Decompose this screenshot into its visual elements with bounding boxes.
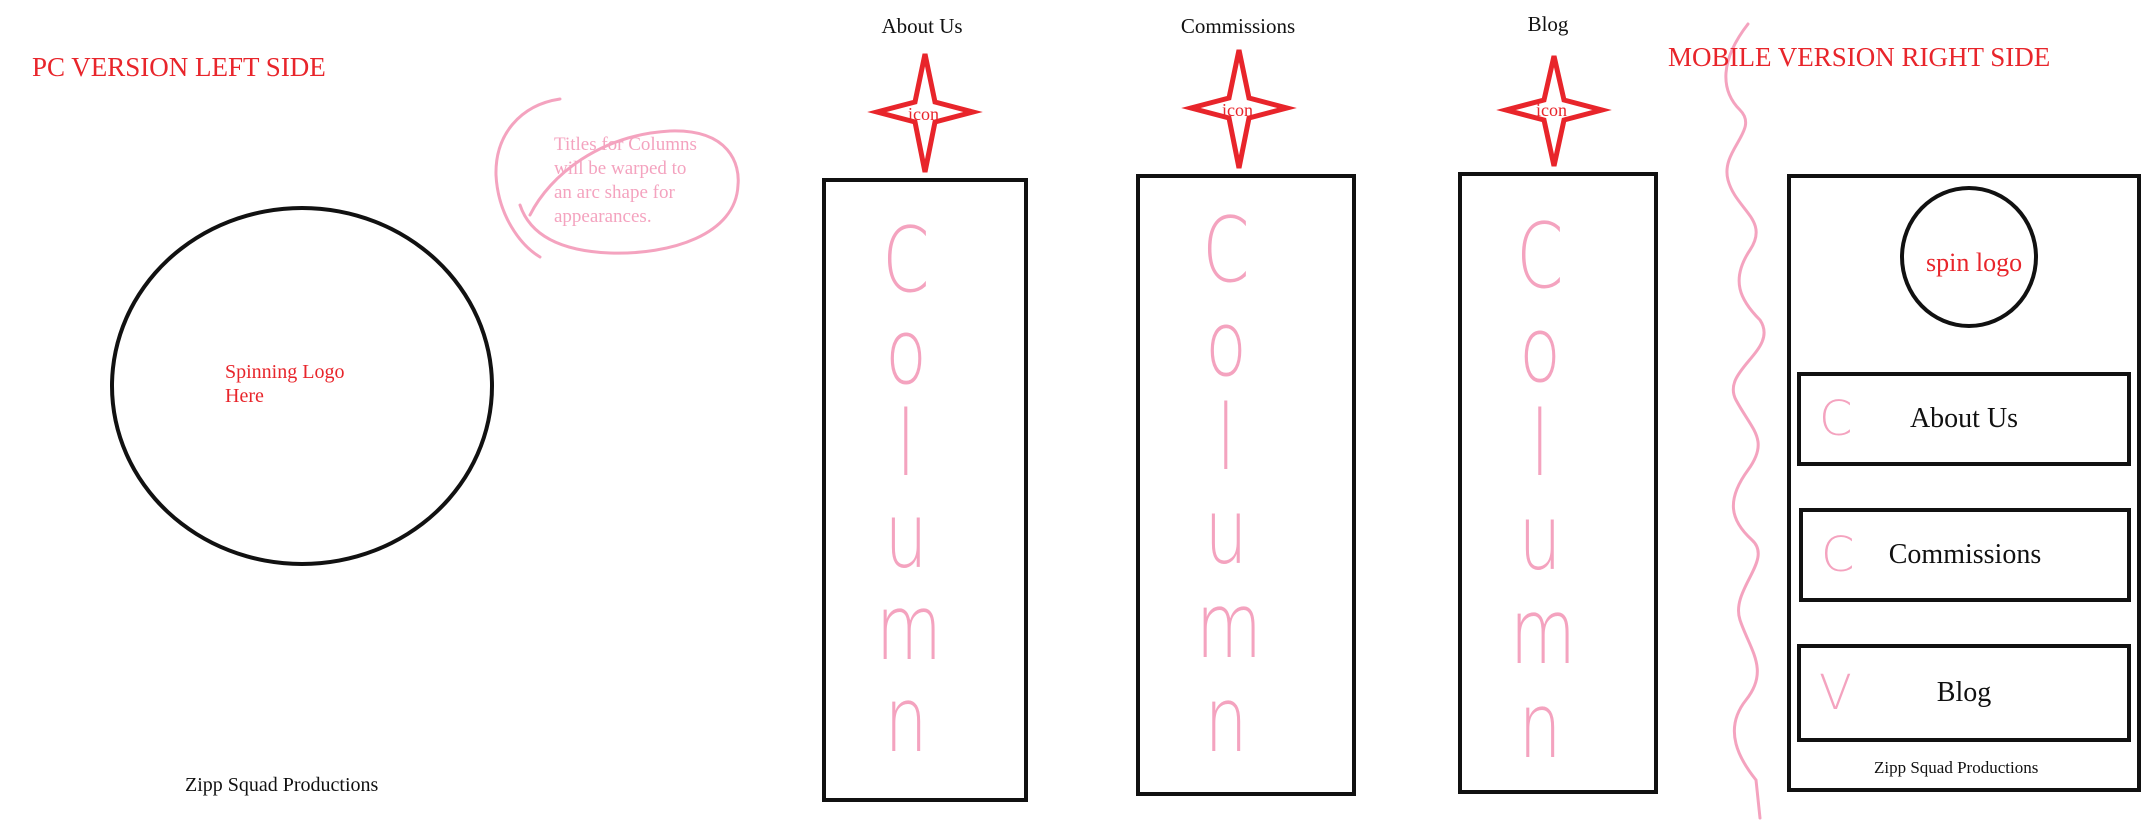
mobile-nav-blog[interactable]: V Blog bbox=[1797, 644, 2131, 742]
mobile-spin-logo bbox=[1900, 186, 2038, 328]
column-handwritten-letter: C bbox=[1516, 204, 1564, 309]
note-line-3: an arc shape for bbox=[554, 182, 675, 203]
divider-squiggle bbox=[1724, 22, 1766, 820]
column-handwritten-letter: m bbox=[1196, 574, 1262, 679]
pc-logo-label: Spinning Logo Here bbox=[225, 360, 344, 408]
mobile-heading: MOBILE VERSION RIGHT SIDE bbox=[1668, 42, 2051, 72]
note-line-1: Titles for Columns bbox=[554, 134, 697, 155]
column-handwritten-letter: n bbox=[1204, 668, 1248, 773]
mobile-footer: Zipp Squad Productions bbox=[1874, 758, 2039, 777]
column-icon-label: icon bbox=[908, 104, 939, 124]
mobile-nav-label: Blog bbox=[1936, 677, 1992, 708]
mobile-frame bbox=[1787, 174, 2141, 792]
mobile-nav-commissions[interactable]: C Commissions bbox=[1799, 508, 2131, 602]
pc-footer: Zipp Squad Productions bbox=[185, 774, 379, 796]
column-handwritten-letter: n bbox=[884, 668, 928, 773]
column-handwritten-letter: m bbox=[876, 576, 942, 681]
column-handwritten-letter: u bbox=[884, 484, 928, 589]
column-handwritten-letter: m bbox=[1510, 580, 1576, 685]
column-handwritten-letter: C bbox=[1202, 198, 1250, 303]
note-text: Titles for Columns will be warped to an … bbox=[554, 133, 697, 229]
mobile-logo-label: spin logo bbox=[1926, 248, 2023, 277]
mobile-nav-mark: C bbox=[1821, 527, 1855, 583]
column-handwritten-letter: u bbox=[1204, 480, 1248, 585]
note-line-2: will be warped to bbox=[554, 158, 687, 179]
column-title-about-us: About Us bbox=[881, 14, 963, 38]
pc-spinning-logo bbox=[110, 206, 494, 566]
column-handwritten-letter: l bbox=[896, 392, 916, 497]
mobile-nav-label: Commissions bbox=[1888, 539, 2042, 570]
column-handwritten-letter: n bbox=[1518, 674, 1562, 779]
column-handwritten-letter: o bbox=[1519, 298, 1561, 403]
column-commissions[interactable] bbox=[1136, 174, 1356, 796]
column-title-commissions: Commissions bbox=[1180, 14, 1296, 38]
pc-logo-label-line2: Here bbox=[225, 385, 264, 407]
column-icon-label: icon bbox=[1536, 100, 1567, 120]
column-handwritten-letter: C bbox=[882, 208, 930, 313]
note-bubble-outline bbox=[494, 97, 740, 259]
column-icon-label: icon bbox=[1222, 100, 1253, 120]
note-line-4: appearances. bbox=[554, 206, 652, 227]
mobile-nav-about-us[interactable]: C About Us bbox=[1797, 372, 2131, 466]
column-about-us[interactable] bbox=[822, 178, 1028, 802]
column-handwritten-letter: l bbox=[1530, 392, 1550, 497]
mobile-nav-mark: C bbox=[1819, 391, 1853, 447]
pc-heading: PC VERSION LEFT SIDE bbox=[32, 52, 326, 82]
star-icon bbox=[1496, 55, 1612, 167]
mobile-nav-label: About Us bbox=[1909, 403, 2019, 434]
column-blog[interactable] bbox=[1458, 172, 1658, 794]
mobile-nav-mark: V bbox=[1819, 665, 1852, 721]
column-title-blog: Blog bbox=[1527, 12, 1569, 36]
column-handwritten-letter: o bbox=[1205, 292, 1247, 397]
pc-logo-label-line1: Spinning Logo bbox=[225, 361, 345, 383]
star-icon bbox=[1181, 49, 1297, 169]
column-handwritten-letter: u bbox=[1518, 486, 1562, 591]
column-handwritten-letter: o bbox=[885, 300, 927, 405]
column-handwritten-letter: l bbox=[1216, 386, 1236, 491]
star-icon bbox=[867, 53, 983, 173]
